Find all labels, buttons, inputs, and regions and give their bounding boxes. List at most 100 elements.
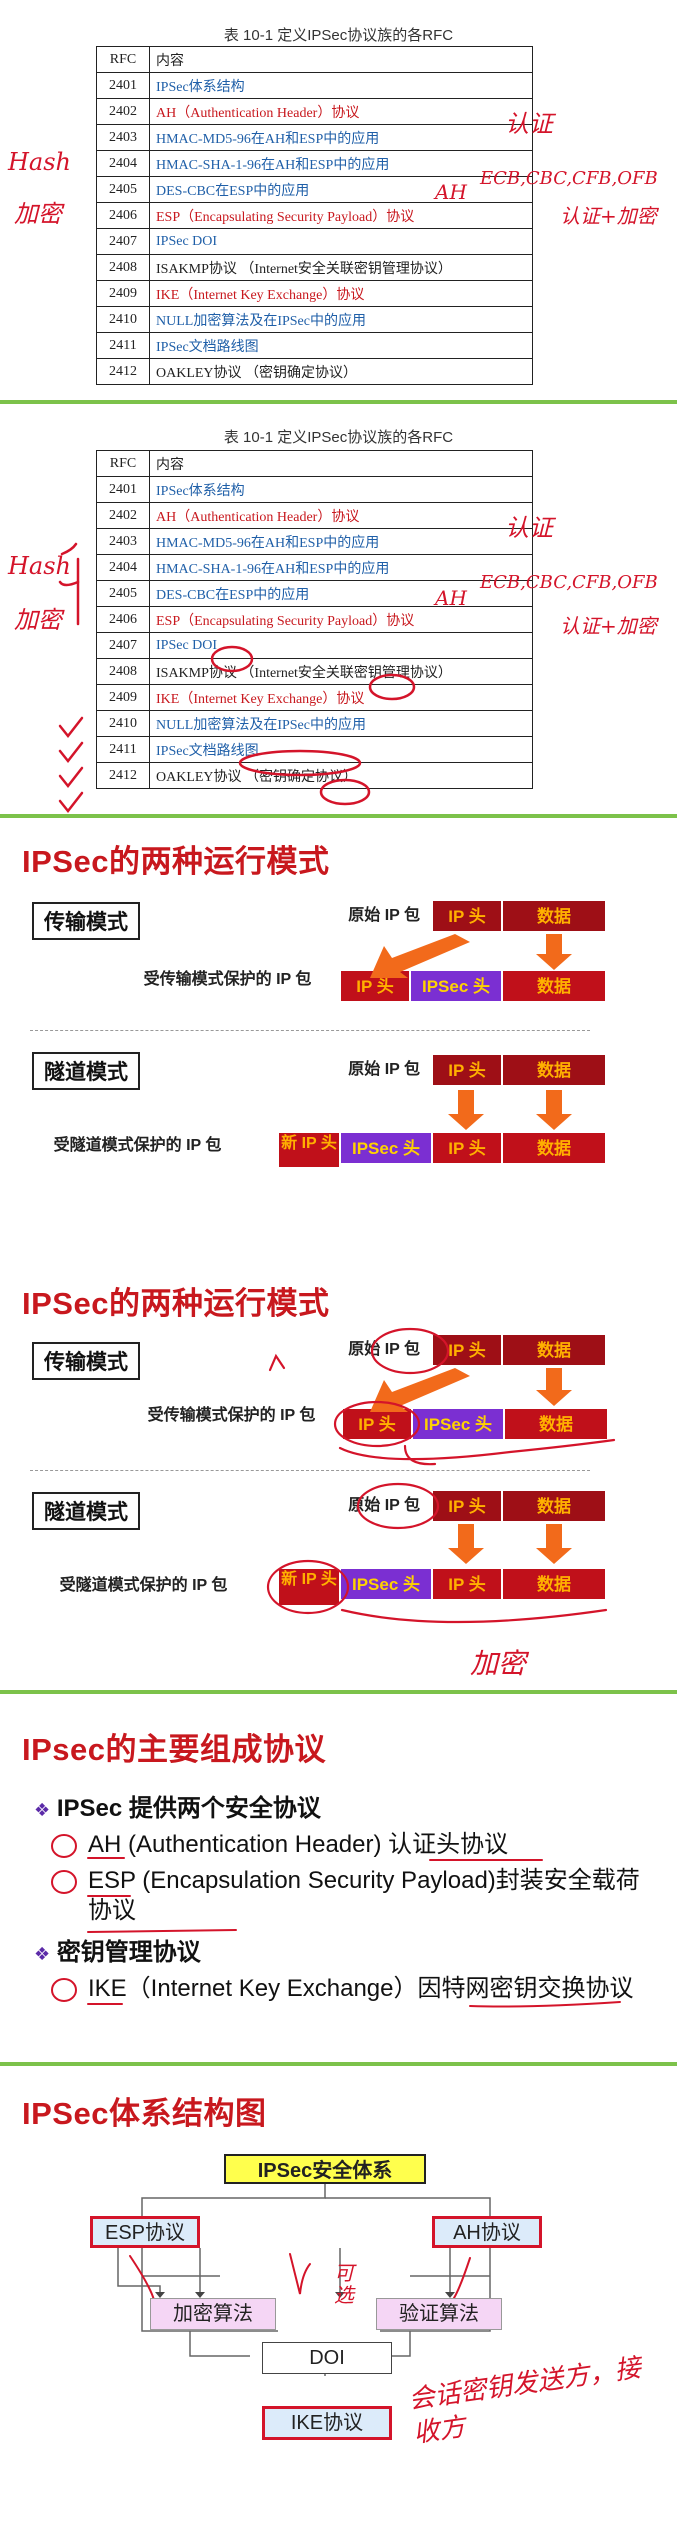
separator — [0, 2062, 677, 2066]
hw-auth: 认证 — [505, 514, 553, 542]
ip-header: IP 头 — [432, 1490, 502, 1522]
rfc-description: AH（Authentication Header）协议 — [149, 98, 533, 125]
slide-title: IPSec体系结构图 — [22, 2096, 267, 2131]
modes-slide-2: IPSec的两种运行模式 传输模式 原始 IP 包 IP 头 数据 受传输模式保… — [0, 1258, 677, 1690]
checkmarks — [58, 542, 416, 814]
rfc-number: 2403 — [96, 124, 150, 151]
rfc-description: ESP（Encapsulating Security Payload）协议 — [149, 202, 533, 229]
ipsec-header: IPSec 头 — [340, 1568, 432, 1600]
hw-hash: Hash — [8, 148, 72, 176]
divider — [30, 1030, 590, 1031]
original-packet-label: 原始 IP 包 — [348, 1497, 420, 1514]
transport-mode-label: 传输模式 — [32, 1342, 140, 1380]
data-block: 数据 — [502, 1568, 606, 1600]
rfc-number: 2402 — [96, 502, 150, 529]
ipsec-header: IPSec 头 — [340, 1132, 432, 1164]
hw-modes: ECB,CBC,CFB,OFB — [480, 572, 658, 593]
hw-auth: 认证 — [505, 110, 553, 138]
ipsec-header: IPSec 头 — [410, 970, 502, 1002]
rfc-description: NULL加密算法及在IPSec中的应用 — [149, 710, 533, 737]
ip-header: IP 头 — [432, 1568, 502, 1600]
table-caption: 表 10-1 定义IPSec协议族的各RFC — [223, 27, 454, 44]
tunnel-protected-label: 受隧道模式保护的 IP 包 — [53, 1137, 222, 1154]
rfc-description: DES-CBC在ESP中的应用 — [149, 176, 533, 203]
diamond-icon: ❖ — [34, 1944, 51, 1964]
data-block: 数据 — [502, 1334, 606, 1366]
hw-encrypt: 加密 — [14, 200, 62, 228]
handwriting-marks — [51, 1834, 621, 2008]
rfc-description: IPSec DOI — [149, 228, 533, 255]
bullet-ike: IKE（Internet Key Exchange）因特网密钥交换协议 — [88, 1975, 634, 2002]
transport-protected-label: 受传输模式保护的 IP 包 — [143, 971, 312, 988]
rfc-description: ISAKMP协议 （Internet安全关联密钥管理协议） — [149, 254, 533, 281]
rfc-number: 2406 — [96, 202, 150, 229]
hw-auth-encrypt: 认证+加密 — [560, 204, 657, 228]
rfc-number: 2408 — [96, 658, 150, 685]
hw-optional: 可选 — [334, 2261, 354, 2307]
rfc-number: 2407 — [96, 632, 150, 659]
data-block: 数据 — [502, 1490, 606, 1522]
hw-encrypt: 加密 — [14, 606, 62, 634]
architecture-slide: IPSec体系结构图 IPSec安全体系 ESP协议 AH协议 — [0, 2066, 677, 2524]
separator — [0, 1690, 677, 1694]
slide-title: IPSec的两种运行模式 — [22, 844, 330, 879]
modes-slide-1: IPSec的两种运行模式 传输模式 原始 IP 包 IP 头 数据 受传输模式保… — [0, 818, 677, 1258]
header-content: 内容 — [149, 46, 533, 73]
arrows — [370, 934, 572, 1130]
rfc-description: DES-CBC在ESP中的应用 — [149, 580, 533, 607]
data-block: 数据 — [502, 970, 606, 1002]
table-caption: 表 10-1 定义IPSec协议族的各RFC — [223, 429, 454, 446]
tunnel-mode-label: 隧道模式 — [32, 1052, 140, 1090]
rfc-number: 2405 — [96, 580, 150, 607]
rfc-number: 2411 — [96, 332, 150, 359]
rfc-number: 2405 — [96, 176, 150, 203]
doi-box: DOI — [262, 2342, 392, 2374]
header-rfc: RFC — [96, 450, 150, 477]
rfc-description: ESP（Encapsulating Security Payload）协议 — [149, 606, 533, 633]
rfc-number: 2410 — [96, 306, 150, 333]
transport-protected-label: 受传输模式保护的 IP 包 — [147, 1407, 316, 1424]
slide-title: IPSec的两种运行模式 — [22, 1286, 330, 1321]
ipsec-system-box: IPSec安全体系 — [224, 2154, 426, 2184]
rfc-number: 2401 — [96, 72, 150, 99]
rfc-description: IPSec体系结构 — [149, 72, 533, 99]
original-packet-label: 原始 IP 包 — [348, 1341, 420, 1358]
rfc-description: IKE（Internet Key Exchange）协议 — [149, 280, 533, 307]
rfc-number: 2412 — [96, 358, 150, 385]
rfc-description: AH（Authentication Header）协议 — [149, 502, 533, 529]
arrows — [266, 1327, 616, 1624]
ipsec-header: IPSec 头 — [412, 1408, 504, 1440]
rfc-description: OAKLEY协议 （密钥确定协议） — [149, 358, 533, 385]
hw-modes: ECB,CBC,CFB,OFB — [480, 168, 658, 189]
ip-header: IP 头 — [432, 1132, 502, 1164]
encrypt-algorithm-box: 加密算法 — [150, 2298, 276, 2330]
rfc-description: OAKLEY协议 （密钥确定协议） — [149, 762, 533, 789]
esp-protocol-box: ESP协议 — [90, 2216, 200, 2248]
rfc-description: HMAC-SHA-1-96在AH和ESP中的应用 — [149, 150, 533, 177]
separator — [0, 814, 677, 818]
bullet-security-protocols: ❖ IPSec 提供两个安全协议 — [34, 1795, 321, 1822]
hw-auth-encrypt: 认证+加密 — [560, 614, 657, 638]
